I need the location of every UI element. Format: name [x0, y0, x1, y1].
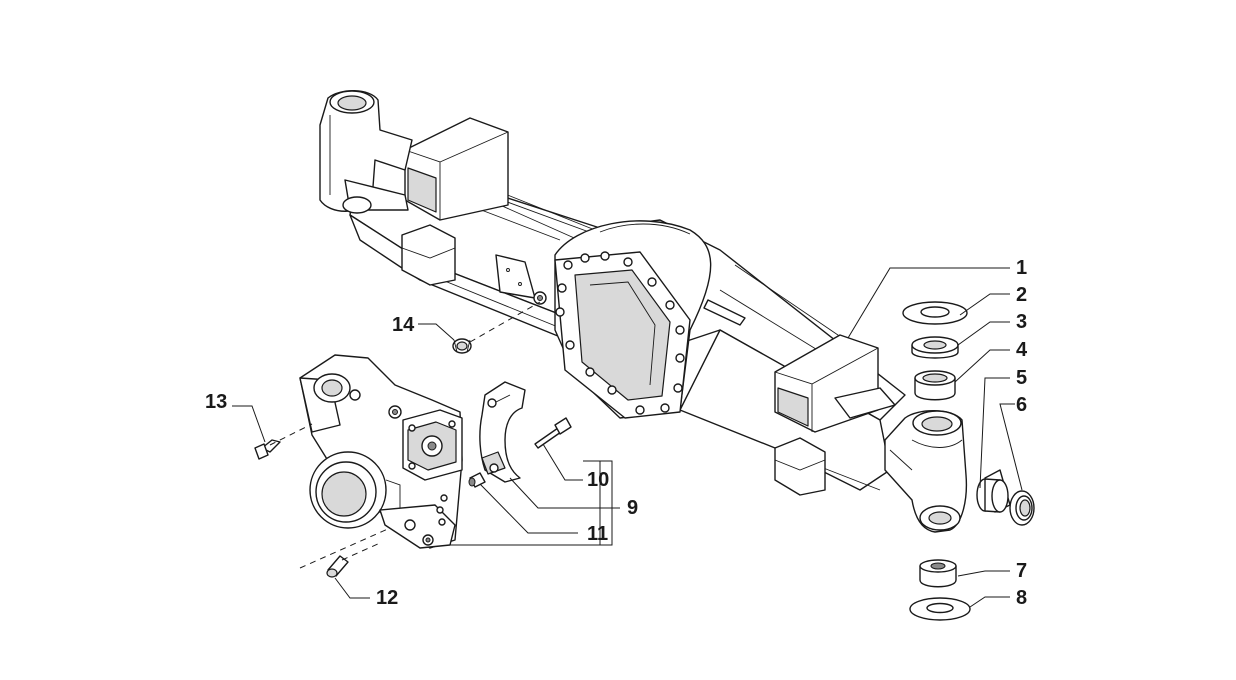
plug-14 [452, 338, 472, 354]
callout-3: 3 [1016, 311, 1027, 333]
callout-14: 14 [392, 314, 415, 336]
callout-9: 9 [627, 497, 638, 519]
leader-lines [232, 267, 1023, 608]
sleeve-5 [976, 469, 1011, 513]
bush-3 [911, 336, 959, 359]
callout-12: 12 [376, 587, 398, 609]
assembly-lines [269, 301, 541, 569]
screw-13 [254, 439, 281, 460]
callout-11: 11 [587, 523, 608, 545]
callout-1: 1 [1016, 257, 1027, 279]
cap-bolt [534, 417, 572, 449]
face-bolt-holes [555, 251, 685, 415]
seal-ring-6 [1009, 490, 1035, 526]
dowel-pin-12 [326, 555, 349, 578]
callout-2: 2 [1016, 284, 1027, 306]
callout-10: 10 [587, 469, 609, 491]
bush-7 [919, 559, 957, 588]
bearing-cap [479, 381, 526, 483]
thrust-washer-8 [909, 597, 971, 621]
differential-carrier [299, 354, 463, 549]
callout-labels: 1 2 3 4 5 6 7 8 9 10 11 12 13 14 [205, 257, 1028, 609]
callout-8: 8 [1016, 587, 1027, 609]
dowel-pin-11 [468, 472, 486, 488]
callout-7: 7 [1016, 560, 1027, 582]
callout-4: 4 [1016, 339, 1028, 361]
thrust-washer-2 [902, 301, 968, 325]
callout-5: 5 [1016, 367, 1027, 389]
bush-4 [914, 370, 956, 401]
axle-housing [319, 90, 968, 533]
callout-13: 13 [205, 391, 227, 413]
callout-6: 6 [1016, 394, 1027, 416]
